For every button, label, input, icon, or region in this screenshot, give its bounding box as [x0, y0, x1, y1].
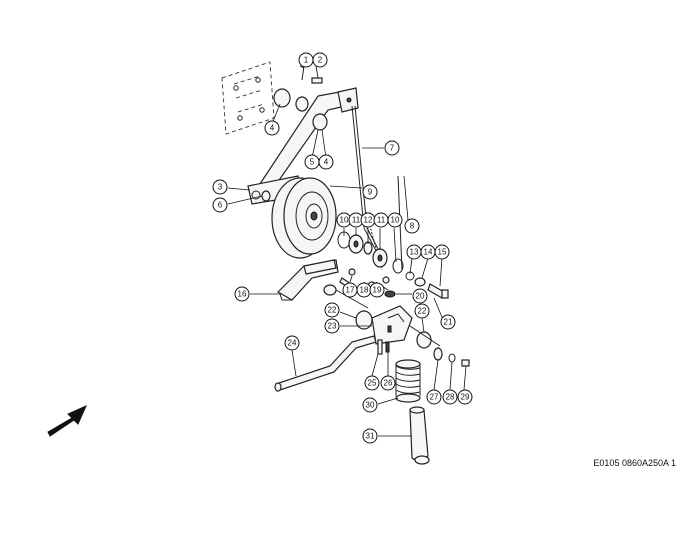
callout-19: 19 [369, 282, 385, 298]
svg-text:19: 19 [373, 286, 382, 295]
end-washers [433, 347, 470, 367]
svg-text:28: 28 [446, 393, 455, 402]
callout-22a: 22 [324, 302, 340, 318]
callout-6: 6 [212, 197, 228, 213]
callout-5: 5 [304, 154, 320, 170]
guide-shaft [409, 406, 430, 465]
callout-7: 7 [384, 140, 400, 156]
callout-23: 23 [324, 318, 340, 334]
callout-24: 24 [284, 335, 300, 351]
svg-text:26: 26 [384, 379, 393, 388]
callout-25: 25 [364, 375, 380, 391]
svg-text:15: 15 [438, 248, 447, 257]
callout-18: 18 [356, 282, 372, 298]
callout-4b: 4 [318, 154, 334, 170]
svg-text:22: 22 [328, 306, 337, 315]
callout-21: 21 [440, 314, 456, 330]
callout-27: 27 [426, 389, 442, 405]
callout-1: 1 [298, 52, 314, 68]
svg-text:25: 25 [368, 379, 377, 388]
svg-text:5: 5 [310, 158, 315, 167]
callout-17: 17 [342, 282, 358, 298]
callout-2: 2 [312, 52, 328, 68]
support-bracket [277, 259, 369, 309]
svg-text:29: 29 [461, 393, 470, 402]
pin-parts [301, 65, 323, 84]
drawing-reference-code: E0105 0860A250A 1 [593, 458, 676, 468]
svg-text:24: 24 [288, 339, 297, 348]
svg-text:13: 13 [410, 248, 419, 257]
bearing-stack [337, 231, 404, 274]
lever-block [355, 305, 441, 349]
roll-pins [377, 339, 390, 355]
idler-pulley [271, 177, 337, 259]
bolt-assembly [405, 271, 449, 299]
svg-text:16: 16 [238, 290, 247, 299]
svg-text:21: 21 [444, 318, 453, 327]
direction-arrow [47, 405, 87, 437]
svg-text:20: 20 [416, 292, 425, 301]
svg-text:12: 12 [364, 216, 373, 225]
callout-28: 28 [442, 389, 458, 405]
callout-22b: 22 [414, 303, 430, 319]
svg-text:6: 6 [218, 201, 223, 210]
callout-12: 12 [360, 212, 376, 228]
callout-29: 29 [457, 389, 473, 405]
svg-text:31: 31 [366, 432, 375, 441]
svg-text:4: 4 [324, 158, 329, 167]
svg-text:22: 22 [418, 307, 427, 316]
callout-9: 9 [362, 184, 378, 200]
callout-11b: 11 [373, 212, 389, 228]
svg-text:27: 27 [430, 393, 439, 402]
callout-4a: 4 [264, 120, 280, 136]
callout-labels: 1 2 3 4 4 5 6 7 8 9 10 11 12 11 10 13 14… [212, 52, 473, 444]
svg-text:10: 10 [340, 216, 349, 225]
callout-13: 13 [406, 244, 422, 260]
svg-text:1: 1 [304, 56, 309, 65]
svg-text:17: 17 [346, 286, 355, 295]
callout-15: 15 [434, 244, 450, 260]
svg-text:14: 14 [424, 248, 433, 257]
svg-text:8: 8 [410, 222, 415, 231]
callout-10b: 10 [387, 212, 403, 228]
mounting-plate [221, 61, 275, 135]
callout-31: 31 [362, 428, 378, 444]
callout-26: 26 [380, 375, 396, 391]
svg-text:30: 30 [366, 401, 375, 410]
compression-spring [395, 359, 421, 403]
svg-text:4: 4 [270, 124, 275, 133]
callout-8: 8 [404, 218, 420, 234]
handle-rod [274, 335, 377, 392]
callout-20: 20 [412, 288, 428, 304]
svg-text:2: 2 [318, 56, 323, 65]
svg-text:18: 18 [360, 286, 369, 295]
svg-text:11: 11 [352, 216, 361, 225]
svg-text:10: 10 [391, 216, 400, 225]
callout-3: 3 [212, 179, 228, 195]
svg-text:7: 7 [390, 144, 395, 153]
svg-text:23: 23 [328, 322, 337, 331]
svg-text:11: 11 [377, 216, 386, 225]
callout-16: 16 [234, 286, 250, 302]
callout-14: 14 [420, 244, 436, 260]
svg-text:3: 3 [218, 183, 223, 192]
callout-30: 30 [362, 397, 378, 413]
svg-text:9: 9 [368, 188, 373, 197]
